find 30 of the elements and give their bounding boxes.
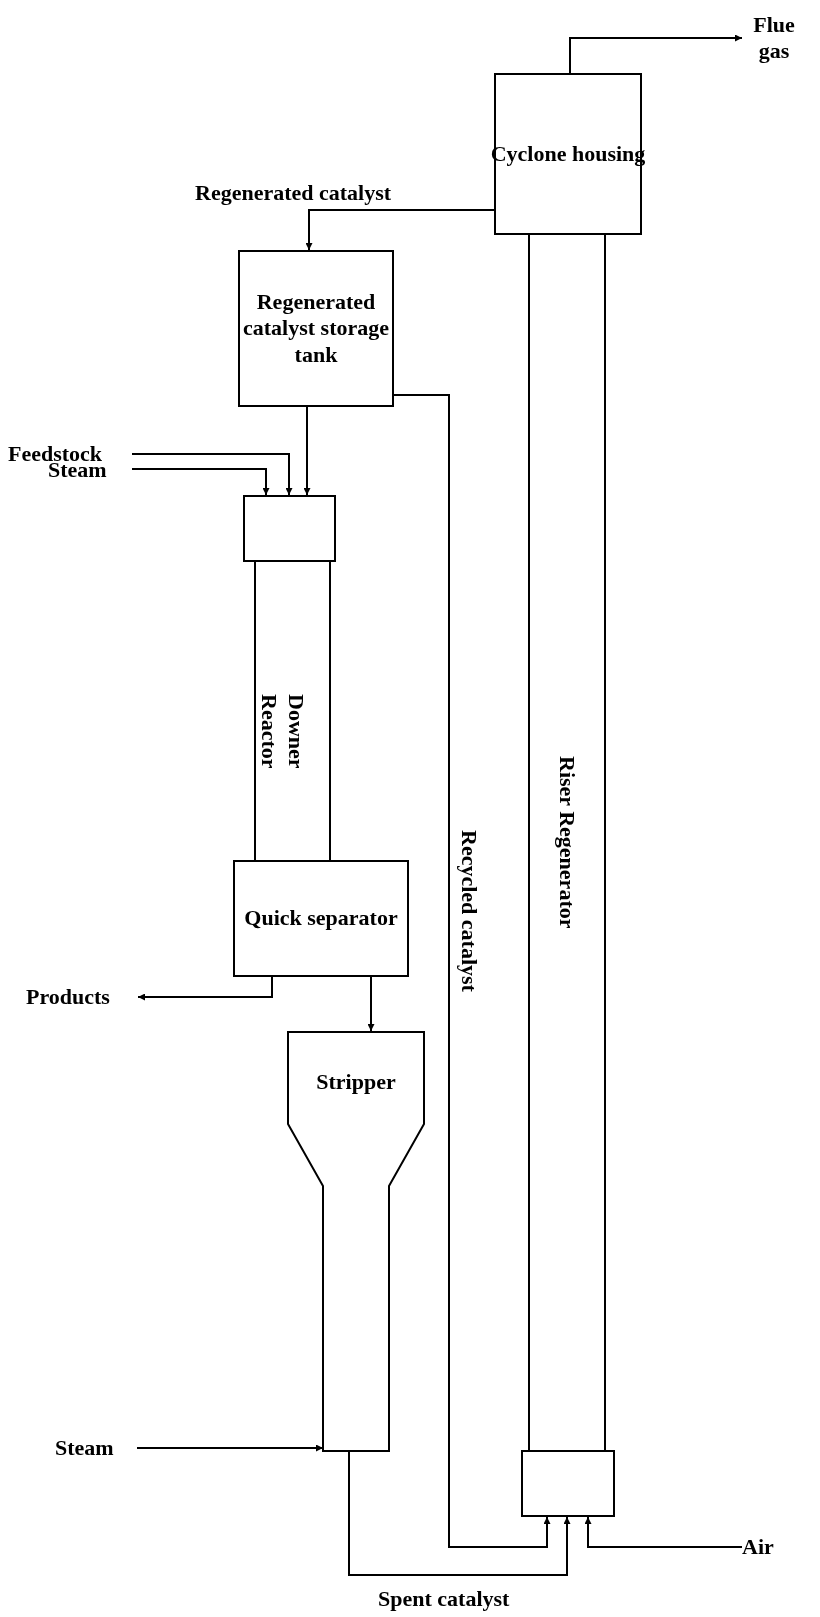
arrow	[136, 1444, 324, 1452]
riser-tube	[528, 233, 606, 1452]
arrow	[131, 468, 270, 496]
edge-label: Recycled catalyst	[456, 830, 483, 992]
box-label: Regenerated catalyst storage tank	[242, 288, 390, 369]
stream-label: Products	[26, 983, 138, 1011]
downer-top-box	[243, 495, 336, 562]
arrow	[303, 406, 311, 496]
arrow	[569, 34, 743, 74]
stream-label: Air	[742, 1533, 788, 1561]
edge-label: Spent catalyst	[378, 1586, 510, 1613]
tube-label: Riser Regenerator	[554, 756, 581, 929]
arrow	[367, 976, 375, 1032]
box-label: Quick separator	[244, 905, 398, 932]
tube-label: Downer Reactor	[256, 692, 309, 771]
stripper-vessel	[287, 1031, 425, 1452]
arrow	[393, 394, 551, 1548]
stream-label: Steam	[55, 1434, 137, 1462]
downer-tube	[254, 560, 331, 862]
quick-separator-box	[233, 860, 409, 977]
vessel-label: Stripper	[316, 1069, 396, 1096]
arrow	[348, 1451, 571, 1576]
edge-label: Regenerated catalyst	[195, 180, 392, 207]
arrow	[131, 453, 293, 496]
riser-bottom-box	[521, 1450, 615, 1517]
arrow	[584, 1516, 743, 1548]
storage-tank-box	[238, 250, 394, 407]
arrow	[137, 976, 273, 1001]
stream-label: Flue gas	[742, 8, 806, 68]
arrow	[305, 209, 495, 251]
